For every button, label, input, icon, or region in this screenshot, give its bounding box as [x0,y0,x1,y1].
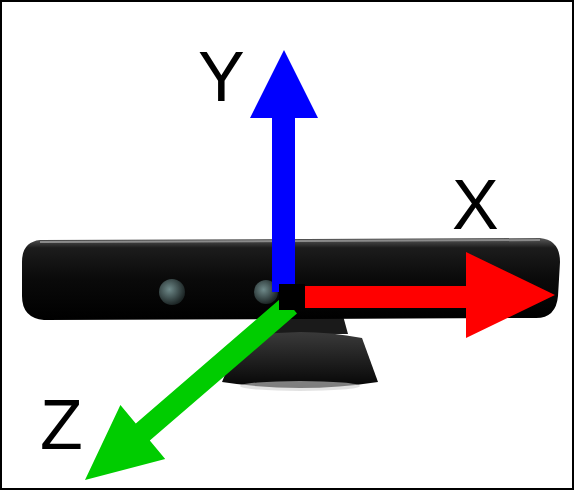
axis-label: Z [40,390,83,460]
shadow [240,381,360,391]
y-axis-arrow [250,50,318,292]
origin-marker [279,284,305,310]
x-axis-arrow [300,252,555,338]
z-axis-arrow [85,297,297,481]
axis-label: X [452,170,499,240]
ir-emitter [159,279,185,305]
axis-label: Y [198,42,245,112]
